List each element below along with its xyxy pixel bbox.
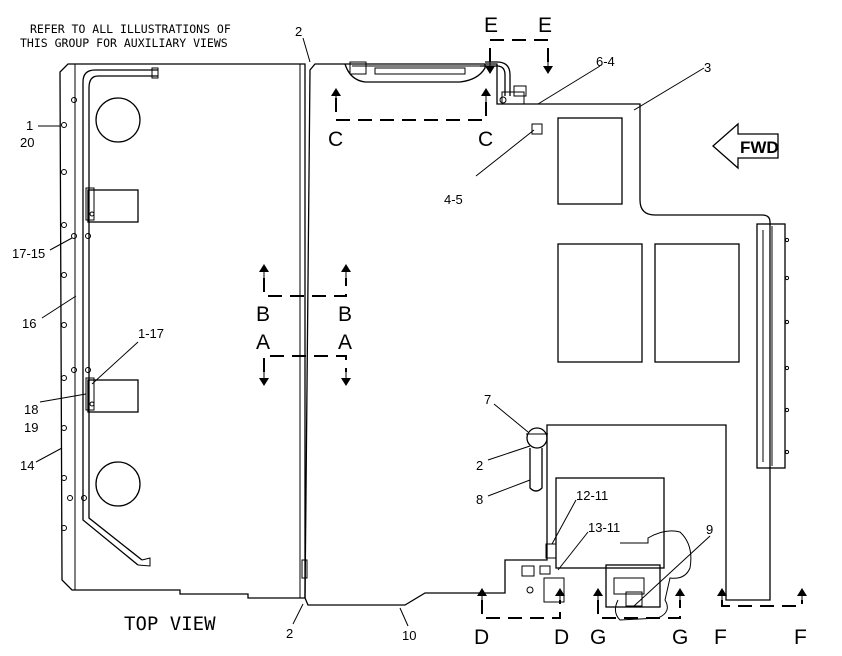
callout-2-top: 2 bbox=[295, 24, 302, 39]
callout-16: 16 bbox=[22, 316, 36, 331]
section-d-right: D bbox=[554, 626, 569, 649]
section-lines bbox=[259, 39, 807, 619]
callout-8: 8 bbox=[476, 492, 483, 507]
section-b-left: B bbox=[256, 303, 270, 326]
callout-13-11: 13-11 bbox=[588, 520, 620, 535]
callout-18: 18 bbox=[24, 402, 38, 417]
component-9 bbox=[605, 564, 661, 608]
section-d-left: D bbox=[474, 626, 489, 649]
forward-arrow: FWD bbox=[712, 122, 779, 170]
section-b-right: B bbox=[338, 303, 352, 326]
note-line-2: THIS GROUP FOR AUXILIARY VIEWS bbox=[20, 36, 228, 50]
section-a-right: A bbox=[338, 331, 352, 354]
section-letters: E E C C B B A A D D G G F F bbox=[256, 14, 807, 649]
upper-opening bbox=[557, 117, 623, 205]
view-title: TOP VIEW bbox=[124, 613, 216, 635]
callout-12-11: 12-11 bbox=[576, 488, 608, 503]
forward-label: FWD bbox=[740, 138, 779, 157]
left-panel bbox=[59, 63, 308, 599]
section-f-left: F bbox=[714, 626, 727, 649]
callout-20: 20 bbox=[20, 135, 34, 150]
section-e-left: E bbox=[484, 14, 498, 37]
right-side-rail bbox=[756, 223, 786, 469]
callout-17-15: 17-15 bbox=[12, 246, 45, 261]
callout-10: 10 bbox=[402, 628, 416, 643]
callout-2-mid: 2 bbox=[476, 458, 483, 473]
callout-6-4: 6-4 bbox=[596, 54, 615, 69]
leader-lines bbox=[35, 37, 711, 627]
lower-round-port bbox=[95, 461, 141, 507]
note-line-1: REFER TO ALL ILLUSTRATIONS OF bbox=[30, 22, 231, 36]
callout-7: 7 bbox=[484, 392, 491, 407]
middle-panel bbox=[304, 61, 790, 621]
lower-bracket bbox=[87, 379, 139, 413]
section-c-right: C bbox=[478, 128, 493, 151]
callout-9: 9 bbox=[706, 522, 713, 537]
middle-left-opening bbox=[557, 243, 643, 363]
callout-3: 3 bbox=[704, 60, 711, 75]
callout-1-17: 1-17 bbox=[138, 326, 164, 341]
callout-2-bottom: 2 bbox=[286, 626, 293, 641]
lower-opening bbox=[555, 477, 665, 569]
section-a-left: A bbox=[256, 331, 270, 354]
callout-14: 14 bbox=[20, 458, 34, 473]
callout-19: 19 bbox=[24, 420, 38, 435]
section-f-right: F bbox=[794, 626, 807, 649]
section-c-left: C bbox=[328, 128, 343, 151]
callout-1: 1 bbox=[26, 118, 33, 133]
middle-right-opening bbox=[654, 243, 740, 363]
section-g-left: G bbox=[590, 626, 606, 649]
fitting-7 bbox=[526, 427, 548, 449]
section-g-right: G bbox=[672, 626, 688, 649]
upper-bracket bbox=[87, 189, 139, 223]
section-e-right: E bbox=[538, 14, 552, 37]
callout-4-5: 4-5 bbox=[444, 192, 463, 207]
upper-round-port bbox=[95, 97, 141, 143]
callouts: 1 20 17-15 16 1-17 18 19 14 2 2 10 6-4 3… bbox=[12, 24, 713, 643]
